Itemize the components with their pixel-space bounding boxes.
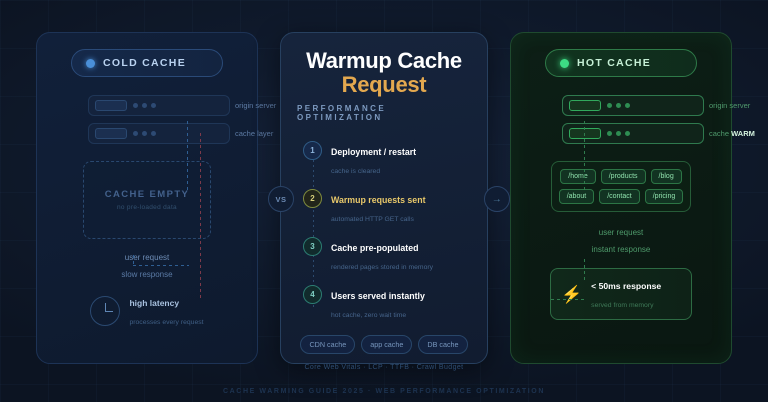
tag-app-cache[interactable]: app cache bbox=[361, 335, 413, 355]
step-item-3: 3 Cache pre-populated rendered pages sto… bbox=[303, 237, 471, 274]
step-subtitle-2: automated HTTP GET calls bbox=[331, 216, 414, 224]
hot-flow-line-bottom bbox=[584, 259, 585, 283]
status-dot-icon bbox=[560, 58, 569, 68]
step-title-3: Cache pre-populated bbox=[331, 243, 419, 254]
lightning-bolt-icon: ⚡ bbox=[561, 284, 583, 304]
hot-flow-line-horizontal bbox=[551, 299, 587, 300]
hot-user-request-label: user request bbox=[598, 228, 644, 237]
cache-type-tags: CDN cache app cache DB cache bbox=[300, 335, 468, 355]
page-footer: CACHE WARMING GUIDE 2025 · WEB PERFORMAN… bbox=[223, 388, 545, 395]
status-dots-icon bbox=[607, 103, 630, 108]
arrow-badge: → bbox=[484, 186, 510, 212]
hot-server-rows: origin server cache WARM bbox=[562, 95, 755, 151]
cold-cache-pill: COLD CACHE bbox=[71, 49, 223, 77]
page-title-line1: Warmup Cache bbox=[306, 48, 462, 73]
panels-container: COLD CACHE origin server cache layer bbox=[36, 32, 755, 371]
cold-row-cache: cache layer bbox=[88, 123, 273, 144]
status-dots-icon bbox=[133, 103, 156, 108]
hot-row-origin-label: origin server bbox=[709, 101, 751, 110]
high-latency-block: high latency processes every request bbox=[90, 293, 204, 329]
cold-flow-line-branch bbox=[133, 255, 134, 267]
page-subtitle: PERFORMANCE OPTIMIZATION bbox=[297, 104, 387, 123]
page-chip-contact[interactable]: /contact bbox=[599, 189, 640, 204]
step-number-3: 3 bbox=[303, 237, 322, 257]
cold-cache-panel: COLD CACHE origin server cache layer bbox=[36, 32, 276, 364]
cold-slow-response-label: slow response bbox=[121, 270, 173, 279]
clock-icon bbox=[90, 296, 121, 326]
step-subtitle-1: cache is cleared bbox=[331, 168, 381, 176]
hot-cache-pill-label: HOT CACHE bbox=[577, 57, 652, 69]
warm-tag: WARM bbox=[731, 129, 755, 138]
step-number-2: 2 bbox=[303, 189, 322, 209]
response-time-badge: ⚡ < 50ms response served from memory bbox=[550, 268, 692, 320]
step-title-1: Deployment / restart bbox=[331, 147, 417, 158]
step-number-4: 4 bbox=[303, 285, 322, 305]
chip-icon bbox=[95, 128, 127, 139]
cold-user-request-label: user request bbox=[124, 253, 170, 262]
hot-row-cache: cache WARM bbox=[562, 123, 755, 144]
hot-instant-response-label: instant response bbox=[591, 245, 651, 254]
response-time-subtitle: served from memory bbox=[591, 302, 654, 309]
status-dots-icon bbox=[133, 131, 156, 136]
page-title-line2: Request bbox=[341, 71, 427, 97]
step-number-1: 1 bbox=[303, 141, 322, 161]
tag-cdn-cache[interactable]: CDN cache bbox=[300, 335, 356, 355]
hot-cache-panel: HOT CACHE origin server cache WARM bbox=[510, 32, 755, 364]
cold-row-origin-label: origin server bbox=[235, 101, 277, 110]
step-subtitle-3: rendered pages stored in memory bbox=[331, 264, 434, 272]
chip-icon bbox=[569, 128, 601, 139]
hot-flow-line-top bbox=[584, 121, 585, 193]
cold-flow-line-horizontal bbox=[133, 265, 189, 266]
vs-badge: VS bbox=[268, 186, 294, 212]
page-chip-products[interactable]: /products bbox=[600, 169, 646, 184]
cold-flow-line-top bbox=[187, 121, 188, 193]
cache-empty-box: CACHE EMPTY no pre-loaded data bbox=[83, 161, 211, 239]
steps-connector-line bbox=[312, 160, 314, 309]
cold-cache-pill-label: COLD CACHE bbox=[103, 57, 186, 69]
hot-cache-pill: HOT CACHE bbox=[545, 49, 697, 77]
hot-row-origin: origin server bbox=[562, 95, 750, 116]
cold-flow-line-request bbox=[200, 133, 201, 298]
step-title-2: Warmup requests sent bbox=[331, 195, 426, 206]
page-chip-home[interactable]: /home bbox=[560, 169, 596, 184]
response-time-title: < 50ms response bbox=[591, 281, 662, 291]
chip-icon bbox=[569, 100, 601, 111]
step-subtitle-4: hot cache, zero wait time bbox=[331, 312, 407, 320]
hot-row-cache-label: cache WARM bbox=[709, 129, 755, 138]
high-latency-subtitle: processes every request bbox=[129, 319, 204, 326]
tag-db-cache[interactable]: DB cache bbox=[418, 335, 468, 355]
status-dot-icon bbox=[86, 58, 95, 68]
step-item-2: 2 Warmup requests sent automated HTTP GE… bbox=[303, 189, 471, 226]
page-chip-pricing[interactable]: /pricing bbox=[644, 189, 684, 204]
cache-empty-subtitle: no pre-loaded data bbox=[117, 204, 177, 211]
cold-row-origin: origin server bbox=[88, 95, 276, 116]
page-chip-blog[interactable]: /blog bbox=[650, 169, 682, 184]
status-dots-icon bbox=[607, 131, 630, 136]
chip-icon bbox=[95, 100, 127, 111]
cached-pages-box: /home /products /blog /about /contact /p… bbox=[551, 161, 691, 212]
steps-list: 1 Deployment / restart cache is cleared … bbox=[297, 141, 471, 322]
center-footer-text: Core Web Vitals · LCP · TTFB · Crawl Bud… bbox=[304, 364, 464, 372]
high-latency-title: high latency bbox=[129, 298, 180, 308]
cache-empty-title: CACHE EMPTY bbox=[104, 189, 190, 200]
step-item-1: 1 Deployment / restart cache is cleared bbox=[303, 141, 471, 178]
step-title-4: Users served instantly bbox=[331, 291, 425, 302]
page-chip-about[interactable]: /about bbox=[558, 189, 595, 204]
step-item-4: 4 Users served instantly hot cache, zero… bbox=[303, 285, 471, 322]
center-panel: Warmup Cache Request PERFORMANCE OPTIMIZ… bbox=[280, 32, 488, 371]
cold-row-cache-label: cache layer bbox=[235, 129, 274, 138]
cold-server-rows: origin server cache layer bbox=[88, 95, 276, 151]
